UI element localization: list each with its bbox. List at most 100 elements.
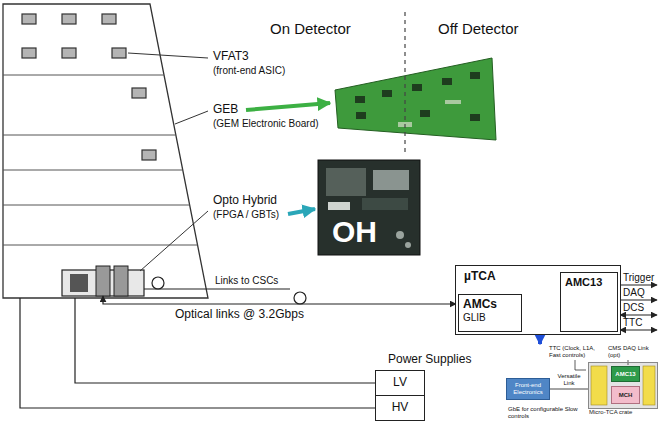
- link-label: Links to CSCs: [215, 275, 278, 287]
- vfat3-chip: [142, 150, 156, 160]
- region-heading: On Detector: [270, 20, 351, 37]
- opto-hybrid-photo: [326, 168, 366, 196]
- power-cable: [75, 298, 375, 383]
- geb-board-photo: [470, 114, 480, 121]
- power-supply-box: LV: [375, 370, 425, 396]
- crate-schematic: [591, 366, 607, 405]
- opto-hybrid-device: [62, 266, 144, 296]
- schematic-note: TTC (Clock, L1A, Fast controls): [549, 345, 603, 359]
- box-title: AMC13: [565, 276, 602, 289]
- schematic-note: GbE for configurable Slow controls: [508, 406, 584, 420]
- gem-chamber: [3, 170, 183, 171]
- opto-hybrid-photo: [318, 160, 420, 255]
- signal-name: Trigger: [623, 272, 654, 284]
- geb-board-photo: [470, 72, 480, 79]
- geb-board-photo: [445, 100, 461, 104]
- opto-hybrid-photo: [373, 170, 409, 190]
- signal-arrow: [620, 314, 657, 315]
- box-title: HV: [392, 401, 409, 415]
- vfat3-chip: [102, 14, 116, 24]
- part-description: (GEM Electronic Board): [213, 118, 319, 130]
- link-label: Optical links @ 3.2Gbps: [175, 308, 304, 322]
- opto-hybrid-photo: [328, 202, 350, 210]
- vfat3-chip: [132, 88, 146, 98]
- opto-hybrid-photo-label: OH: [318, 160, 420, 255]
- opto-hybrid-photo: [405, 242, 411, 248]
- power-cable: [20, 298, 375, 408]
- part-name: GEB: [213, 103, 238, 117]
- geb-board-photo: [442, 78, 452, 85]
- opto-hybrid-photo: [318, 160, 420, 255]
- leader-line: [128, 53, 208, 58]
- box-title: AMCs: [463, 298, 497, 312]
- mch-module: MCH: [611, 386, 640, 404]
- part-name: VFAT3: [213, 50, 249, 64]
- utca-box: µTCA AMCsGLIB AMC13: [455, 265, 621, 335]
- leader-line: [175, 111, 208, 124]
- box-title: AMC13: [615, 371, 635, 378]
- signal-arrow: [618, 299, 657, 300]
- gem-chamber: [3, 4, 208, 298]
- leader-line: [140, 211, 208, 271]
- link-cable: [103, 277, 456, 304]
- vfat3-chip: [112, 48, 126, 58]
- box-title: MCH: [619, 392, 633, 399]
- gem-chamber: [3, 4, 208, 298]
- opto-hybrid-device: [70, 274, 88, 292]
- geb-board-photo: [335, 58, 496, 140]
- crate-outline: Micro-TCA crateAMC13MCH: [588, 362, 658, 409]
- detector-divider: [405, 12, 406, 155]
- opto-hybrid-device: [96, 266, 110, 296]
- part-name: Opto Hybrid: [213, 194, 277, 208]
- box-title: µTCA: [464, 270, 496, 284]
- geb-board-photo: [412, 84, 422, 91]
- power-cable: [20, 298, 375, 408]
- frontend-box: Front-end Electronics: [506, 378, 550, 400]
- vfat3-chip: [22, 48, 36, 58]
- box-title: Micro-TCA crate: [589, 409, 632, 416]
- link-line: [550, 389, 588, 390]
- vfat3-chip: [62, 48, 76, 58]
- amc13-box: AMC13: [560, 272, 618, 332]
- opto-hybrid-device: [114, 266, 128, 296]
- link-cable: [294, 292, 306, 304]
- geb-board-photo: [355, 96, 365, 103]
- signal-arrow: [618, 284, 657, 285]
- signal-name: DCS: [623, 302, 644, 314]
- crate-schematic: [575, 360, 658, 409]
- signal-name: TTC: [623, 317, 642, 329]
- part-description: (FPGA / GBTs): [213, 209, 279, 221]
- opto-hybrid-photo: [396, 231, 404, 239]
- crate-schematic: [643, 366, 655, 405]
- signal-name: DAQ: [623, 287, 645, 299]
- signal-arrow: [620, 329, 657, 330]
- link-cable: [152, 277, 164, 289]
- gem-chamber: [3, 205, 190, 206]
- gem-chamber: [3, 135, 176, 136]
- vfat3-chip: [62, 14, 76, 24]
- geb-board-photo: [335, 58, 496, 140]
- group-label: Power Supplies: [388, 353, 471, 367]
- box-title: LV: [393, 376, 407, 390]
- part-description: (front-end ASIC): [213, 65, 285, 77]
- crate-schematic: [588, 362, 658, 409]
- box-title: Front-end Electronics: [509, 382, 547, 396]
- vfat3-chip: [22, 14, 156, 160]
- crate-schematic: [575, 360, 586, 370]
- link-label: Versatile Link: [552, 373, 586, 387]
- pointer-arrow: [246, 103, 330, 110]
- link-cable: [103, 296, 456, 304]
- detector-divider: [404, 12, 405, 155]
- region-heading: Off Detector: [438, 20, 519, 37]
- opto-hybrid-photo: [362, 198, 408, 210]
- geb-board-photo: [356, 112, 366, 119]
- vfat3-chip: [22, 14, 36, 24]
- amc-box: AMCsGLIB: [458, 294, 522, 332]
- geb-board-photo: [420, 110, 430, 117]
- box-title: OH: [332, 215, 377, 250]
- leader-line: [128, 53, 208, 271]
- power-supply-box: HV: [375, 395, 425, 421]
- link-cable: [144, 288, 290, 289]
